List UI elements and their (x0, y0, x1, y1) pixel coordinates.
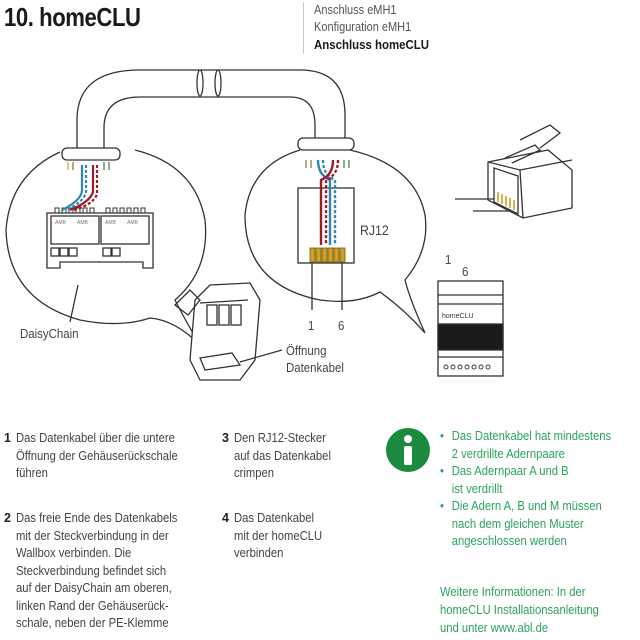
step-text: schale, neben der PE-Klemme (16, 616, 169, 630)
step-text: Den RJ12-Stecker (234, 431, 326, 445)
label-pin-1: 1 (308, 318, 315, 333)
more-info-text: Weitere Informationen: In der (440, 585, 586, 599)
step-number: 2 (4, 511, 11, 525)
more-info-text: homeCLU Installationsanleitung (440, 603, 599, 617)
step-text: auf das Datenkabel (234, 448, 331, 463)
nav-item-anschluss-emh1[interactable]: Anschluss eMH1 (314, 3, 397, 17)
terminal-label: AMB (77, 220, 89, 226)
nav-item-anschluss-homeclu[interactable]: Anschluss homeCLU (314, 37, 430, 52)
step-number: 1 (4, 431, 11, 445)
label-rj12: RJ12 (360, 222, 389, 238)
step-text: mit der homeCLU (234, 528, 323, 543)
label-pin-6: 6 (338, 318, 345, 333)
step-2: 2 Das freie Ende des Datenkabels mit der… (4, 510, 195, 633)
wiring-diagram: homeCLU AMB AMB AMB AMB (5, 69, 573, 381)
more-info: Weitere Informationen: In der homeCLU In… (440, 583, 599, 637)
step-text: linken Rand der Gehäuserück- (16, 598, 169, 613)
page-title: 10. homeCLU (4, 2, 141, 32)
rj12-contacts (309, 247, 346, 263)
step-3: 3 Den RJ12-Stecker auf das Datenkabel cr… (222, 430, 342, 483)
step-text: crimpen (234, 466, 275, 480)
daisychain-board (46, 207, 154, 269)
step-text: Das Datenkabel (234, 511, 315, 525)
wallbox-housing (174, 282, 261, 381)
step-number: 4 (222, 511, 229, 525)
step-4: 4 Das Datenkabel mit der homeCLU verbind… (222, 510, 332, 563)
step-text: führen (16, 466, 48, 480)
step-text: Das freie Ende des Datenkabels (16, 511, 178, 525)
homeclu-device (437, 280, 504, 377)
terminal-label: AMB (55, 220, 67, 226)
step-text: Steckverbindung befindet sich (16, 563, 167, 578)
step-number: 3 (222, 431, 229, 445)
nav-item-konfiguration-emh1[interactable]: Konfiguration eMH1 (314, 20, 412, 34)
label-plug-pin-1: 1 (445, 252, 452, 267)
label-opening: Öffnung (286, 343, 327, 358)
terminal-label: AMB (127, 220, 139, 226)
more-info-link[interactable]: und unter www.abl.de (440, 621, 549, 635)
step-text: auf der DaisyChain am oberen, (16, 581, 172, 595)
cable-outer (76, 69, 346, 150)
step-text: Das Datenkabel über die untere (16, 431, 175, 445)
terminal-label: AMB (105, 220, 117, 226)
label-datenkabel: Datenkabel (286, 360, 344, 375)
label-plug-pin-6: 6 (462, 264, 469, 279)
label-daisychain: DaisyChain (20, 326, 79, 341)
device-label-homeclu: homeCLU (442, 313, 474, 320)
rj12-bubble (244, 149, 427, 334)
cable-inner (103, 96, 316, 150)
section-nav: Anschluss eMH1 Konfiguration eMH1 Anschl… (303, 2, 445, 54)
rj12-plug-drawing (455, 124, 573, 219)
step-text: Wallbox verbinden. Die (16, 546, 132, 560)
step-text: Öffnung der Gehäuserückschale (16, 448, 178, 463)
daisychain-bubble (5, 149, 207, 346)
info-icon (386, 428, 430, 472)
step-1: 1 Das Datenkabel über die untere Öffnung… (4, 430, 196, 483)
step-text: mit der Steckverbindung in der (16, 528, 169, 543)
step-text: verbinden (234, 546, 284, 560)
